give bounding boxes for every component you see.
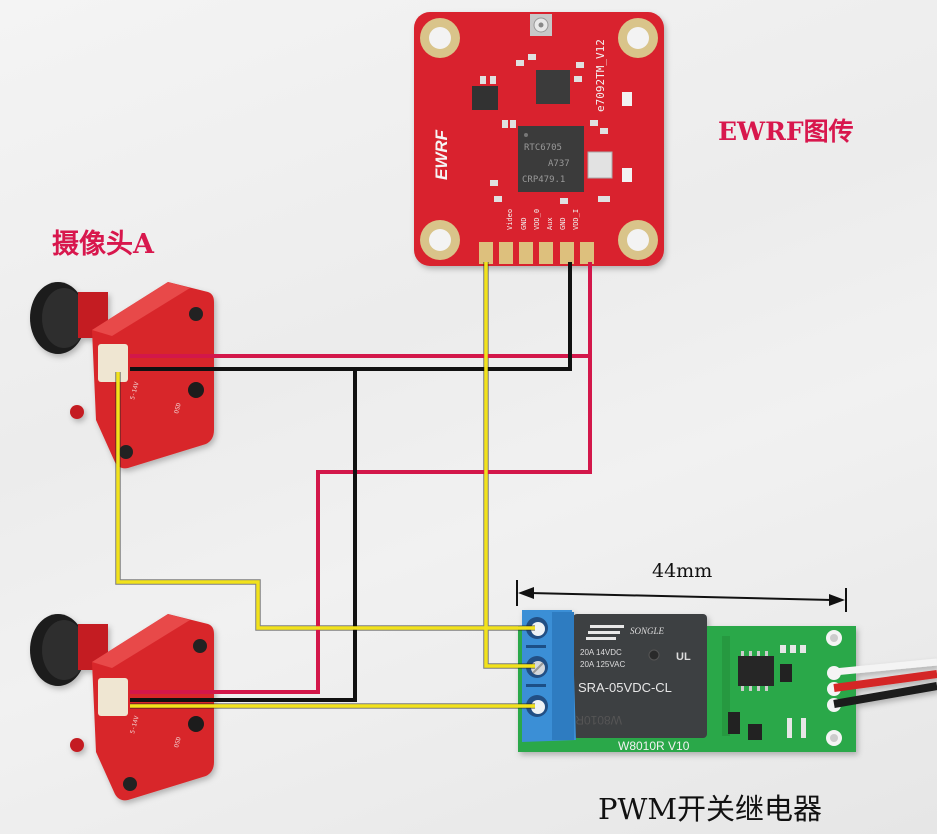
relay-model: SRA-05VDC-CL	[578, 680, 672, 695]
screw-icon	[193, 639, 207, 653]
pad-label-vddi: VDD_I	[572, 209, 580, 230]
arrow-left-icon	[518, 587, 534, 599]
terminal-screw	[526, 656, 548, 678]
pad-label-vdd0: VDD_0	[533, 209, 541, 230]
screw-icon	[123, 777, 137, 791]
camera-pin-labels: 5-14V	[129, 715, 141, 735]
relay-brand: SONGLE	[630, 626, 665, 636]
vtx-brand-text: EWRF	[432, 129, 451, 180]
ground-wire-camera-a	[130, 262, 572, 371]
pad-gnd	[499, 242, 513, 264]
mounting-hole	[420, 18, 460, 58]
board-model: W8010R V10	[618, 739, 690, 753]
dimension-indicator	[516, 580, 847, 612]
arrow-right-icon	[829, 594, 845, 606]
regulator-chip	[472, 86, 498, 110]
camera-pin-labels: 5-14V	[129, 381, 141, 401]
vtx-label: EWRF图传	[718, 117, 854, 146]
pad-aux	[539, 242, 553, 264]
relay-case	[573, 614, 707, 738]
pad-label-gnd-2: GND	[559, 217, 567, 230]
smd-components	[480, 54, 610, 204]
power-wire-camera-b	[130, 356, 592, 694]
pad-label-gnd: GND	[520, 217, 528, 230]
mounting-hole	[420, 220, 460, 260]
pad-label-aux: Aux	[546, 217, 554, 230]
controller-chip	[738, 656, 774, 686]
pad-vdd0	[519, 242, 533, 264]
ground-wire-camera-b	[130, 369, 357, 702]
ground-lead-black	[833, 682, 937, 708]
chip-line-1: RTC6705	[524, 143, 562, 153]
small-ic-chip	[536, 70, 570, 104]
relay-label: PWM开关继电器	[598, 792, 823, 826]
relay-rating-2: 20A 125VAC	[580, 660, 625, 669]
transistor	[748, 724, 762, 740]
video-wire-vtx-to-relay	[484, 262, 535, 668]
signal-lead-white	[833, 658, 937, 676]
pad-vddi	[580, 242, 594, 264]
osd-label: OSD	[173, 736, 183, 749]
ul-mark-icon: UL	[676, 651, 691, 663]
osd-joystick	[188, 382, 204, 398]
screw-icon	[189, 307, 203, 321]
osd-label: OSD	[173, 402, 183, 415]
antenna-connector-icon	[530, 14, 552, 36]
mounting-hole	[618, 18, 658, 58]
pad-label-video: Video	[506, 209, 514, 230]
camera-connector	[98, 344, 128, 382]
led	[622, 92, 632, 106]
diode	[728, 712, 740, 734]
video-wire-camera-a-to-relay	[116, 372, 535, 630]
crystal	[587, 151, 613, 179]
mounting-hole	[826, 730, 842, 746]
relay-rating-1: 20A 14VDC	[580, 648, 622, 657]
rtc6705-chip	[518, 126, 584, 192]
solder-pads	[479, 242, 594, 264]
chip-line-3: CRP479.1	[522, 175, 565, 185]
wires	[115, 262, 592, 709]
chip-line-2: A737	[548, 159, 570, 169]
mounting-hole	[618, 220, 658, 260]
camera-connector	[98, 678, 128, 716]
vtx-board: RTC6705 A737 CRP479.1 EWRF e7092TM_V12 V…	[414, 12, 664, 266]
osd-button	[70, 738, 84, 752]
camera-a: 5-14V OSD	[30, 282, 214, 469]
power-lead-red	[833, 670, 937, 692]
vtx-model-text: e7092TM_V12	[594, 39, 607, 112]
screw-icon	[119, 445, 133, 459]
camera-a-label: 摄像头A	[52, 229, 154, 260]
pad-video	[479, 242, 493, 264]
relay-module: SONGLE 20A 14VDC 20A 125VAC UL SRA-05VDC…	[518, 610, 937, 753]
led	[622, 168, 632, 182]
songle-logo-icon	[586, 625, 624, 640]
mounting-hole	[826, 630, 842, 646]
pad-gnd-2	[560, 242, 574, 264]
osd-button	[70, 405, 84, 419]
osd-joystick	[188, 716, 204, 732]
dimension-label: 44mm	[652, 560, 713, 582]
